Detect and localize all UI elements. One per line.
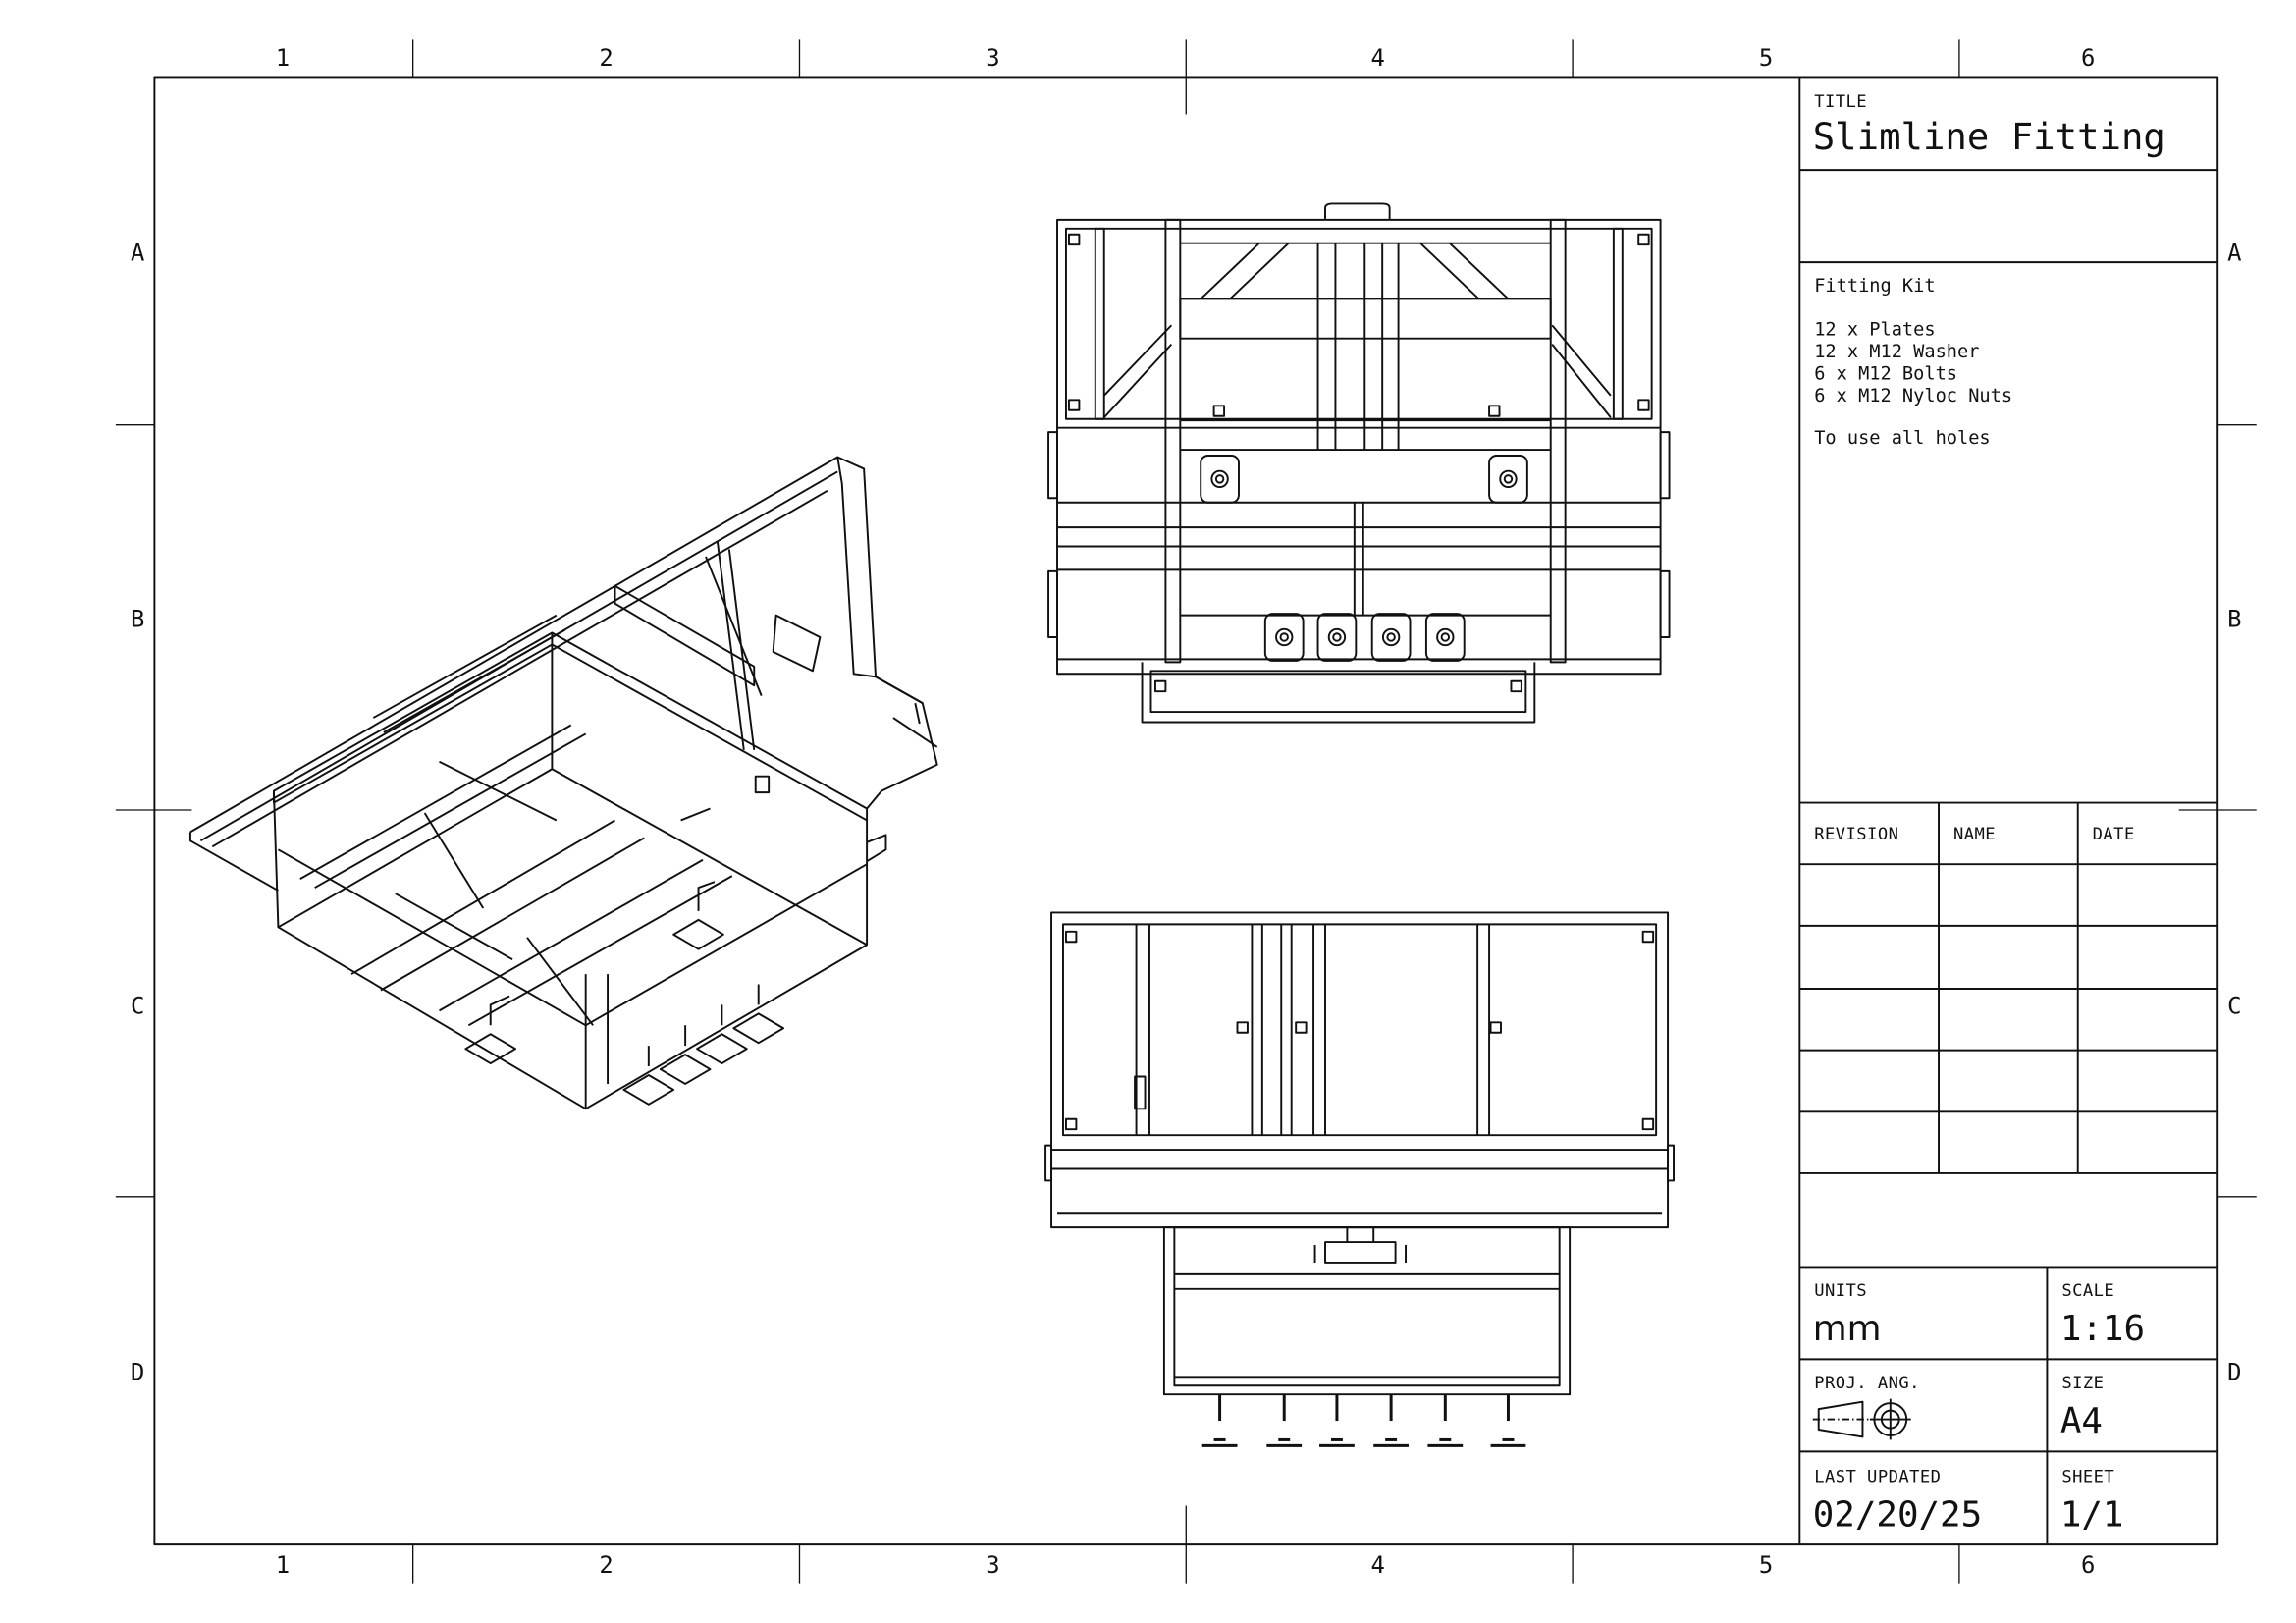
notes-heading: Fitting Kit <box>1814 276 1935 297</box>
zone-col-4-top: 4 <box>1371 44 1385 72</box>
last-updated-value: 02/20/25 <box>1813 1494 1982 1535</box>
zone-col-3-top: 3 <box>986 44 999 72</box>
units-label: UNITS <box>1814 1281 1867 1301</box>
notes-item: 6 x M12 Nyloc Nuts <box>1814 386 2012 406</box>
front-view <box>1044 911 1675 1447</box>
top-view-bolt-plates <box>1200 455 1528 662</box>
zone-row-a-right: A <box>2227 240 2241 267</box>
zone-col-2-bottom: 2 <box>599 1551 613 1579</box>
size-value: A4 <box>2060 1401 2103 1441</box>
drawing-title: Slimline Fitting <box>1813 115 2165 158</box>
title-block: TITLE Slimline Fitting Fitting Kit 12 x … <box>1798 76 2217 1544</box>
revision-table: REVISION NAME DATE <box>1814 825 2135 844</box>
zone-row-d-right: D <box>2227 1358 2241 1385</box>
zone-col-4-bottom: 4 <box>1371 1551 1385 1579</box>
notes-item: 12 x M12 Washer <box>1814 342 1979 362</box>
zone-row-a-left: A <box>131 240 144 267</box>
isometric-view <box>188 456 938 1110</box>
sheet-border <box>115 39 2257 1584</box>
notes-item: 12 x Plates <box>1814 320 1935 341</box>
third-angle-projection-icon <box>1812 1398 1911 1440</box>
name-header: NAME <box>1953 825 1996 844</box>
front-view-bolts <box>1201 1394 1526 1447</box>
title-label: TITLE <box>1814 92 1867 112</box>
sheet-label: SHEET <box>2061 1468 2114 1488</box>
top-view <box>1047 202 1671 724</box>
zone-row-d-left: D <box>131 1358 144 1385</box>
scale-value: 1:16 <box>2060 1309 2145 1349</box>
zone-col-5-top: 5 <box>1759 44 1773 72</box>
zone-row-c-right: C <box>2227 992 2241 1019</box>
notes-item: 6 x M12 Bolts <box>1814 363 1957 384</box>
zone-col-6-bottom: 6 <box>2081 1551 2095 1579</box>
last-updated-label: LAST UPDATED <box>1814 1468 1941 1488</box>
iso-bolt-plates <box>464 881 785 1106</box>
zone-col-6-top: 6 <box>2081 44 2095 72</box>
date-header: DATE <box>2093 825 2135 844</box>
zone-labels: 1 2 3 4 5 6 1 2 3 4 5 6 A B C D A B C D <box>131 44 2242 1579</box>
sheet-value: 1/1 <box>2060 1494 2124 1535</box>
fitting-kit-notes: Fitting Kit 12 x Plates 12 x M12 Washer … <box>1814 276 2012 449</box>
zone-row-b-right: B <box>2227 606 2241 633</box>
zone-col-5-bottom: 5 <box>1759 1551 1773 1579</box>
projection-label: PROJ. ANG. <box>1814 1374 1920 1393</box>
zone-col-2-top: 2 <box>599 44 613 72</box>
scale-label: SCALE <box>2061 1281 2114 1301</box>
zone-col-1-bottom: 1 <box>276 1551 290 1579</box>
zone-row-b-left: B <box>131 606 144 633</box>
notes-footer: To use all holes <box>1814 428 1990 449</box>
size-label: SIZE <box>2061 1374 2104 1393</box>
units-value: mm <box>1813 1309 1882 1349</box>
zone-row-c-left: C <box>131 992 144 1019</box>
revision-header: REVISION <box>1814 825 1898 844</box>
zone-col-1-top: 1 <box>276 44 290 72</box>
zone-col-3-bottom: 3 <box>986 1551 999 1579</box>
